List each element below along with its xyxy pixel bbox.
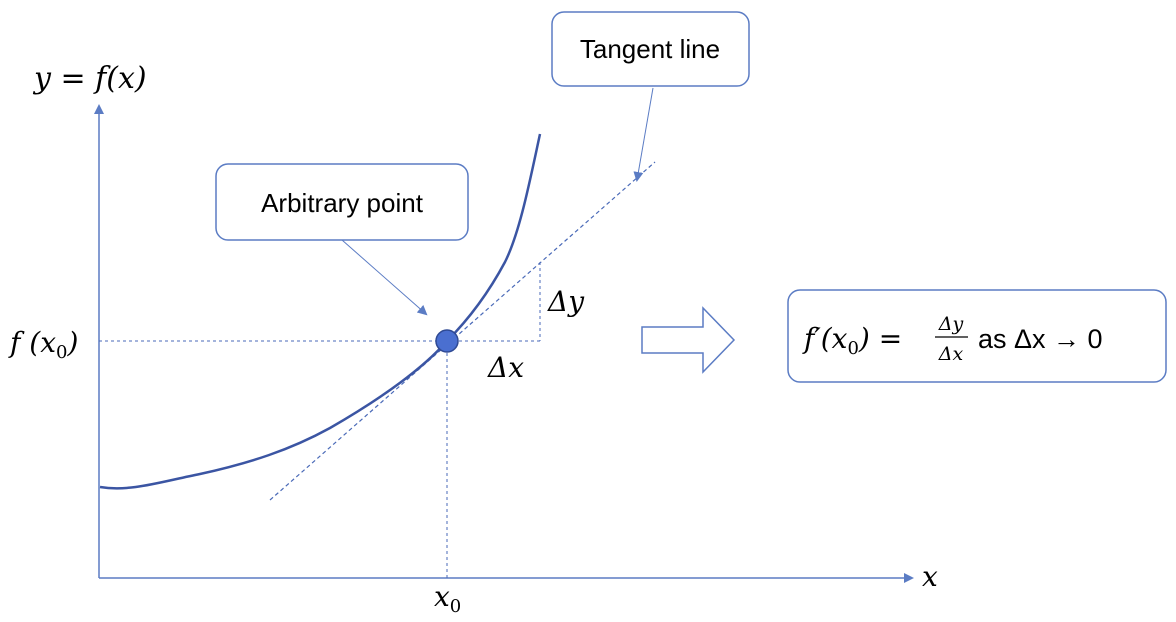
- function-curve: [99, 133, 542, 490]
- formula-lhs: f′(x0) =: [802, 322, 902, 359]
- tangent-callout-box: [551, 11, 750, 87]
- fx0-label: f (x0): [8, 326, 78, 363]
- tangent-callout-arrow: [633, 87, 654, 182]
- x0-label: x0: [434, 580, 461, 617]
- tangent-callout-label: Tangent line: [580, 34, 720, 64]
- delta-y-label: Δy: [547, 285, 585, 318]
- formula-tail: as Δx → 0: [978, 324, 1103, 354]
- point-callout-box: [215, 163, 469, 241]
- y-axis-label: y = f(x): [32, 61, 147, 96]
- formula-denominator: Δx: [938, 343, 964, 365]
- tangent-line: [269, 161, 656, 501]
- point-marker-icon: [435, 329, 459, 353]
- formula-numerator: Δy: [938, 313, 964, 335]
- point-callout-arrow: [341, 239, 428, 316]
- point-callout-label: Arbitrary point: [261, 188, 424, 218]
- x-axis-label: x: [922, 560, 938, 593]
- right-arrow-outline-icon: [641, 306, 736, 374]
- formula-box: [787, 289, 1167, 383]
- delta-x-label: Δx: [487, 351, 524, 384]
